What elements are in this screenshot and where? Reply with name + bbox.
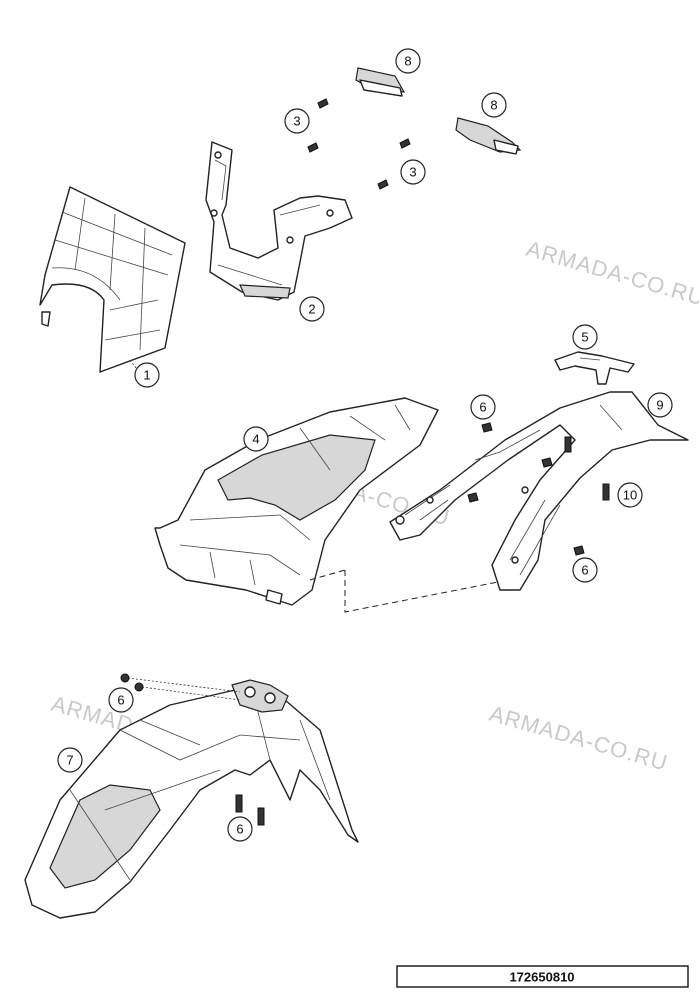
svg-text:6: 6 [581, 563, 588, 578]
callout-4: 4 [243, 426, 269, 452]
headlight-bracket-part [205, 141, 353, 301]
callout-3: 3 [400, 159, 426, 185]
screw-part [120, 673, 265, 826]
watermark: ARMADA-CO.RU [524, 236, 699, 311]
part-number-label: 172650810 [509, 970, 574, 985]
svg-text:4: 4 [252, 432, 259, 447]
svg-text:3: 3 [293, 114, 300, 129]
callout-6: 6 [227, 816, 253, 842]
callout-8: 8 [395, 48, 421, 74]
callout-6: 6 [572, 557, 598, 583]
callout-3: 3 [284, 108, 310, 134]
part-number-box: 172650810 [396, 965, 689, 988]
clip-part [355, 67, 522, 155]
callout-7: 7 [57, 747, 83, 773]
svg-text:3: 3 [409, 165, 416, 180]
callout-8: 8 [481, 92, 507, 118]
screw-part [467, 422, 610, 556]
rear-fender-part [154, 397, 439, 606]
svg-text:6: 6 [117, 693, 124, 708]
svg-text:2: 2 [308, 302, 315, 317]
rear-bracket-part [554, 351, 635, 385]
svg-text:5: 5 [581, 330, 588, 345]
svg-text:8: 8 [490, 98, 497, 113]
svg-text:6: 6 [236, 822, 243, 837]
callout-6: 6 [108, 687, 134, 713]
svg-text:8: 8 [404, 54, 411, 69]
callout-2: 2 [299, 296, 325, 322]
screw-part [307, 98, 411, 190]
callout-5: 5 [572, 324, 598, 350]
side-panel-part [389, 391, 689, 591]
callout-1: 1 [129, 359, 160, 388]
callout-10: 10 [617, 482, 643, 508]
svg-text:1: 1 [143, 368, 150, 383]
callout-6: 6 [470, 394, 496, 420]
svg-text:10: 10 [623, 488, 637, 503]
headlight-mask-part [39, 186, 186, 373]
watermark: ARMADA-CO.RU [487, 701, 671, 776]
svg-text:6: 6 [479, 400, 486, 415]
callout-9: 9 [647, 392, 673, 418]
connection-line [309, 569, 346, 581]
connection-line [344, 570, 499, 613]
svg-text:9: 9 [656, 398, 663, 413]
svg-text:7: 7 [66, 753, 73, 768]
front-fender-part [24, 679, 359, 919]
